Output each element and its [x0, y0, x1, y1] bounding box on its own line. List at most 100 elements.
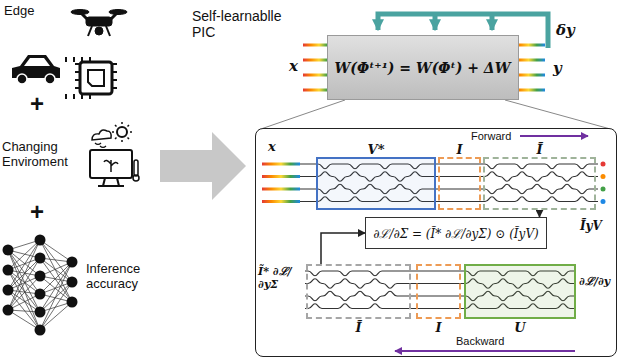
caption-label: Changing Enviroment	[2, 140, 86, 170]
caption-label: Inference accuracy	[86, 262, 166, 292]
caption-label: +	[30, 90, 44, 118]
coupler	[515, 164, 529, 177]
input-beam	[262, 188, 300, 191]
chip-pin	[112, 63, 117, 65]
coupler	[575, 164, 589, 177]
coupler-gap	[530, 175, 544, 191]
environment-icon	[90, 122, 139, 186]
chip-icon	[66, 57, 117, 99]
coupler-gap	[308, 270, 322, 286]
mesh-label: V*	[318, 142, 434, 157]
coupler-gap	[515, 163, 529, 179]
coupler	[545, 164, 559, 177]
chip-pin	[81, 94, 83, 99]
chip-pin	[65, 94, 67, 99]
chip-pin	[112, 79, 117, 81]
mesh-box: I	[438, 157, 481, 210]
chip-pin	[89, 57, 91, 62]
panel-ground	[255, 128, 617, 357]
nn-neuron	[3, 265, 14, 276]
chip-pin	[89, 94, 91, 99]
coupler	[368, 271, 382, 284]
chip-pin	[112, 71, 117, 73]
nn-neuron	[67, 297, 78, 308]
nn-neuron	[3, 305, 14, 316]
coupler-gap	[485, 188, 499, 204]
nn-neuron	[35, 289, 46, 300]
mesh-box: I	[416, 264, 461, 319]
chip-pin	[75, 71, 80, 73]
nn-neuron	[3, 285, 14, 296]
signal-connector	[321, 233, 365, 264]
coupler	[308, 296, 322, 309]
caption-label: +	[30, 198, 44, 226]
nn-neuron	[35, 253, 46, 264]
coupler-gap	[338, 270, 352, 286]
coupler-gap	[368, 295, 382, 311]
chip-pin	[75, 63, 80, 65]
signal-label: x	[268, 140, 276, 155]
mesh-label: Ĩ	[308, 320, 409, 335]
zoom-panel: V*IĨ∂ℒ/∂Σ = (Ĩ* ∂ℒ/∂yΣ) ⊙ (ĨyV)ĨIUForwar…	[255, 128, 617, 357]
signal-label: y	[553, 60, 562, 77]
coupler-gap	[383, 282, 397, 298]
output-star	[601, 199, 606, 204]
coupler	[485, 164, 499, 177]
mesh-box: U	[464, 264, 576, 319]
mesh-label: U	[466, 320, 574, 335]
big-arrow	[160, 132, 246, 200]
coupler-gap	[515, 188, 529, 204]
coupler	[530, 177, 544, 190]
input-beam	[262, 163, 300, 166]
mesh-label: Ĩ	[485, 142, 594, 157]
mesh-box: V*	[316, 157, 436, 210]
caption-label: Self-learnablle PIC	[192, 8, 302, 40]
caption-label: Edge	[4, 4, 34, 19]
coupler-gap	[560, 175, 574, 191]
nn-neuron	[35, 235, 46, 246]
input-beam	[262, 175, 300, 178]
signal-label: ĨyV	[580, 220, 602, 234]
signal-label: x	[289, 58, 298, 75]
mesh-box: Ĩ	[306, 264, 411, 319]
chip-pin	[75, 87, 80, 89]
coupler-gap	[545, 163, 559, 179]
direction-label: Forward	[471, 130, 511, 142]
nn-neuron	[67, 277, 78, 288]
pic-box: W(Φᵗ⁺¹) = W(Φᵗ) + ΔW	[327, 35, 519, 100]
signal-connector	[539, 210, 541, 217]
input-beam	[262, 200, 300, 203]
coupler	[515, 189, 529, 202]
output-star	[601, 162, 606, 167]
mesh-label: I	[418, 320, 459, 335]
forward-arrow	[520, 135, 588, 137]
nn-link	[40, 302, 72, 330]
nn-neuron	[67, 257, 78, 268]
signal-label: ∂ℒ/∂y	[579, 276, 610, 289]
chip-pin	[75, 79, 80, 81]
output-star	[601, 174, 606, 179]
neural-network-icon	[3, 235, 78, 336]
nn-link	[40, 282, 72, 330]
coupler	[383, 284, 397, 297]
nn-link	[40, 282, 72, 312]
coupler-gap	[575, 163, 589, 179]
coupler	[575, 189, 589, 202]
coupler	[338, 271, 352, 284]
signal-label: δy	[556, 22, 575, 39]
zoom-lines	[258, 100, 614, 130]
coupler	[545, 189, 559, 202]
coupler	[485, 189, 499, 202]
formula-text: ∂ℒ/∂Σ = (Ĩ* ∂ℒ/∂yΣ) ⊙ (ĨyV)	[373, 225, 539, 242]
chip-pin	[112, 87, 117, 89]
coupler-gap	[575, 188, 589, 204]
output-star	[601, 187, 606, 192]
coupler	[353, 284, 367, 297]
coupler	[338, 296, 352, 309]
formula-box: ∂ℒ/∂Σ = (Ĩ* ∂ℒ/∂yΣ) ⊙ (ĨyV)	[365, 217, 547, 249]
nn-link	[8, 258, 40, 310]
coupler	[323, 284, 337, 297]
coupler	[560, 177, 574, 190]
coupler-gap	[353, 282, 367, 298]
drone-icon	[71, 10, 127, 37]
